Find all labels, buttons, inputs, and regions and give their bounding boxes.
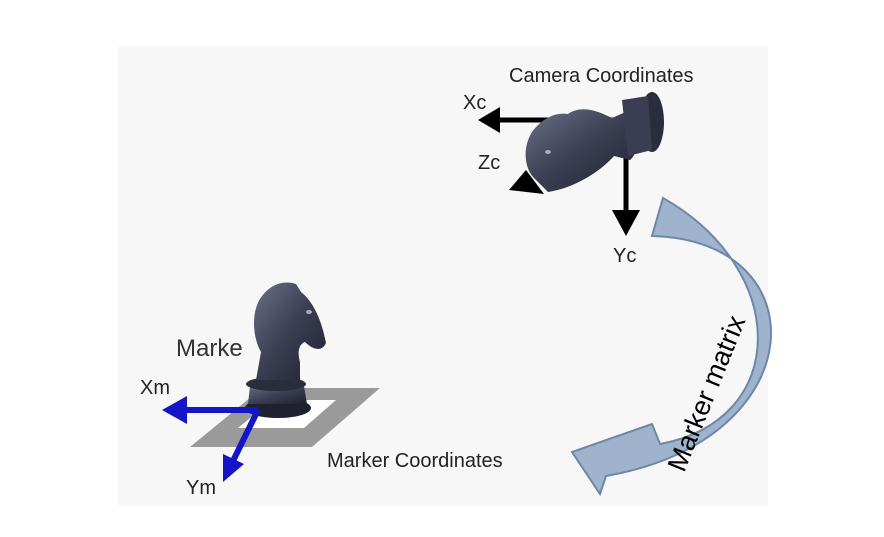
- yc-arrowhead: [612, 210, 640, 236]
- knight-piece-camera: [525, 92, 664, 192]
- zc-arrowhead: [509, 170, 544, 194]
- ym-axis-label: Ym: [186, 477, 216, 499]
- marker-partial-label: Marke: [176, 335, 243, 362]
- marker-coordinates-title: Marker Coordinates: [327, 450, 503, 472]
- xm-arrowhead: [162, 396, 187, 424]
- camera-coordinates-title: Camera Coordinates: [509, 65, 694, 87]
- zc-axis-label: Zc: [478, 152, 501, 174]
- yc-axis-label: Yc: [613, 245, 637, 267]
- xc-arrowhead: [478, 107, 500, 133]
- xc-axis-label: Xc: [463, 92, 487, 114]
- knight-piece-marker: [245, 282, 326, 418]
- marker-matrix-arrow: [570, 196, 772, 497]
- marker-axes: [162, 396, 261, 482]
- ym-arrowhead: [223, 454, 244, 482]
- xm-axis-label: Xm: [140, 377, 170, 399]
